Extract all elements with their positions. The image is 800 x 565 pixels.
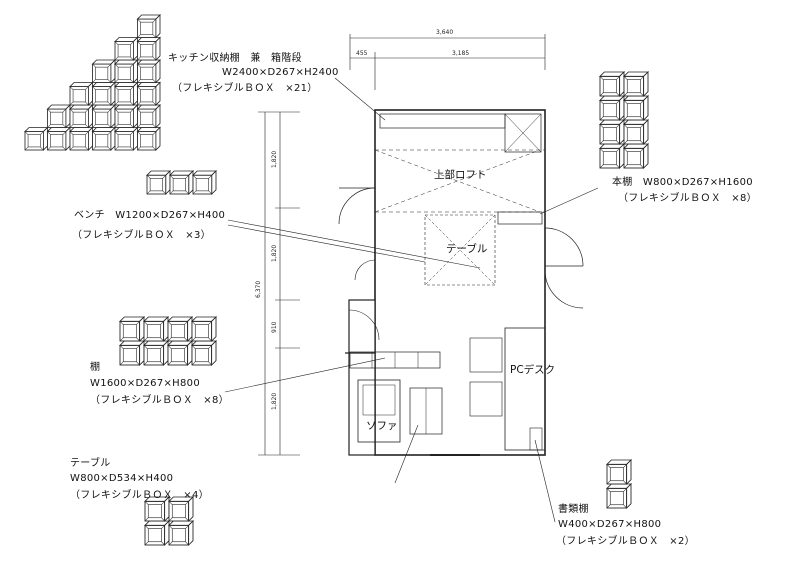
flexible-box-icon bbox=[623, 95, 649, 121]
bookshelf-boxes bbox=[599, 71, 649, 169]
flexible-box-icon bbox=[92, 127, 116, 151]
room-label-pc-desk: PCデスク bbox=[510, 364, 556, 376]
dim-total-height: 6,370 bbox=[255, 280, 262, 298]
kitchen-stair-boxes bbox=[24, 14, 161, 151]
flexible-box-icon bbox=[167, 340, 193, 366]
flexible-box-icon bbox=[114, 37, 138, 61]
plan-outline bbox=[338, 109, 584, 456]
dimension-lines bbox=[258, 34, 546, 456]
dim-total-width: 3,640 bbox=[436, 29, 454, 36]
kitchen-label-size: W2400×D267×H2400 bbox=[222, 67, 339, 78]
flexible-box-icon bbox=[623, 143, 649, 169]
bench-label-name: ベンチ W1200×D267×H400 bbox=[74, 210, 226, 221]
flexible-box-icon bbox=[143, 316, 169, 342]
table-label-name: テーブル bbox=[70, 458, 111, 469]
flexible-box-icon bbox=[169, 170, 194, 195]
flexible-box-icon bbox=[137, 37, 161, 61]
table-label-count: （フレキシブルＢＯＸ ×4） bbox=[70, 490, 209, 501]
flexible-box-icon bbox=[143, 340, 169, 366]
flexible-box-icon bbox=[119, 316, 145, 342]
flexible-box-icon bbox=[69, 82, 93, 106]
flexible-box-icon bbox=[137, 14, 161, 38]
flexible-box-icon bbox=[137, 59, 161, 83]
flexible-box-icon bbox=[191, 340, 217, 366]
flexible-box-icon bbox=[146, 170, 171, 195]
dim-right-width: 3,185 bbox=[452, 50, 470, 57]
kitchen-label-count: （フレキシブルＢＯＸ ×21） bbox=[172, 83, 318, 94]
docshelf-label-count: （フレキシブルＢＯＸ ×2） bbox=[556, 536, 695, 547]
bench-boxes bbox=[146, 170, 217, 195]
flexible-box-icon bbox=[167, 316, 193, 342]
flexible-box-icon bbox=[92, 59, 116, 83]
kitchen-label-name: キッチン収納棚 兼 箱階段 bbox=[168, 53, 302, 64]
flexible-box-icon bbox=[24, 127, 48, 151]
flexible-box-icon bbox=[114, 127, 138, 151]
flexible-box-icon bbox=[606, 459, 632, 485]
docshelf-boxes bbox=[606, 459, 632, 509]
bench-label-count: （フレキシブルＢＯＸ ×3） bbox=[72, 230, 211, 241]
flexible-box-icon bbox=[47, 104, 71, 128]
flexible-box-icon bbox=[69, 104, 93, 128]
leader-lines bbox=[224, 77, 599, 523]
box-illustrations bbox=[24, 14, 649, 546]
shelf-label-size: W1600×D267×H800 bbox=[90, 378, 200, 389]
dim-left-offset: 455 bbox=[356, 50, 368, 57]
table-label-size: W800×D534×H400 bbox=[70, 473, 174, 484]
flexible-box-icon bbox=[47, 127, 71, 151]
flexible-box-icon bbox=[599, 71, 625, 97]
dim-seg2: 1,820 bbox=[271, 244, 278, 262]
flexible-box-icon bbox=[92, 82, 116, 106]
flexible-box-icon bbox=[599, 143, 625, 169]
flexible-box-icon bbox=[168, 520, 194, 546]
dim-seg4: 1,820 bbox=[271, 392, 278, 410]
flexible-box-icon bbox=[92, 104, 116, 128]
flexible-box-icon bbox=[114, 59, 138, 83]
flexible-box-icon bbox=[144, 520, 170, 546]
table-boxes bbox=[144, 496, 194, 546]
flexible-box-icon bbox=[599, 119, 625, 145]
shelf-boxes bbox=[119, 316, 217, 366]
flexible-box-icon bbox=[192, 170, 217, 195]
flexible-box-icon bbox=[606, 483, 632, 509]
shelf-label-name: 棚 bbox=[90, 362, 101, 373]
flexible-box-icon bbox=[69, 127, 93, 151]
flexible-box-icon bbox=[137, 82, 161, 106]
shelf-label-count: （フレキシブルＢＯＸ ×8） bbox=[90, 395, 229, 406]
docshelf-label-size: W400×D267×H800 bbox=[558, 519, 662, 530]
flexible-box-icon bbox=[119, 340, 145, 366]
flexible-box-icon bbox=[191, 316, 217, 342]
flexible-box-icon bbox=[599, 95, 625, 121]
flexible-box-icon bbox=[114, 104, 138, 128]
docshelf-label-name: 書類棚 bbox=[558, 504, 589, 515]
room-label-table: テーブル bbox=[446, 243, 488, 255]
bookshelf-label-count: （フレキシブルＢＯＸ ×8） bbox=[618, 193, 757, 204]
flexible-box-icon bbox=[114, 82, 138, 106]
flexible-box-icon bbox=[137, 127, 161, 151]
room-label-loft: 上部ロフト bbox=[434, 169, 487, 181]
room-label-sofa: ソファ bbox=[366, 420, 398, 432]
flexible-box-icon bbox=[623, 71, 649, 97]
dim-seg1: 1,820 bbox=[271, 150, 278, 168]
bookshelf-label-name: 本棚 W800×D267×H1600 bbox=[612, 177, 753, 188]
flexible-box-icon bbox=[137, 104, 161, 128]
flexible-box-icon bbox=[623, 119, 649, 145]
dim-seg3: 910 bbox=[271, 321, 278, 333]
